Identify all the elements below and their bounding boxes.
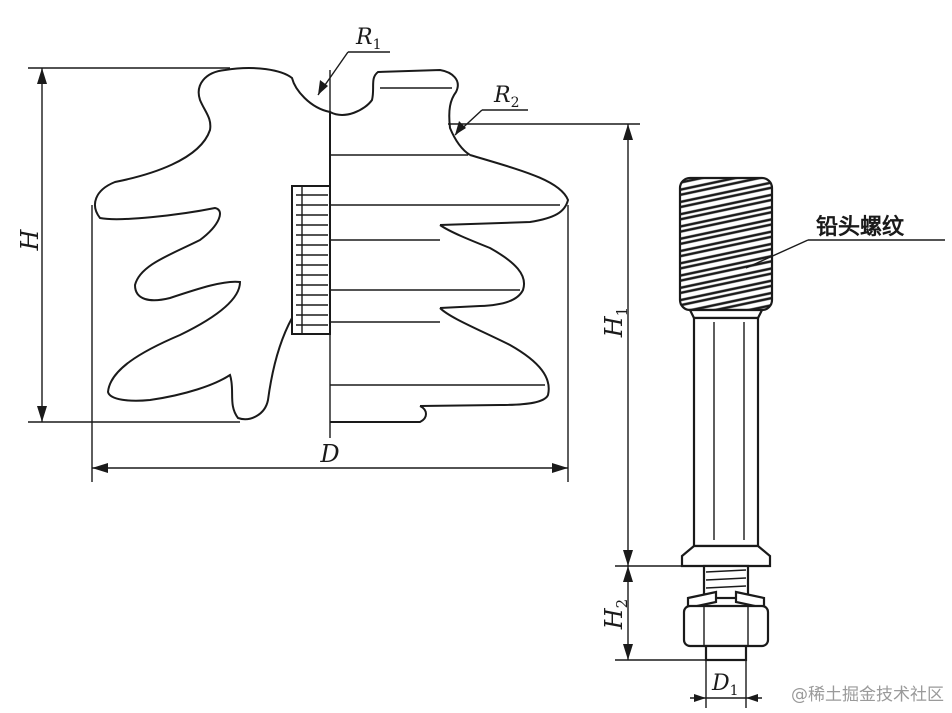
dimension-d bbox=[91, 205, 569, 482]
dimension-h1-label: H1 bbox=[600, 307, 631, 338]
dimension-h2-label: H2 bbox=[600, 599, 631, 630]
dimension-h bbox=[28, 67, 240, 423]
dimension-h2 bbox=[615, 566, 712, 661]
r2-label: R2 bbox=[493, 83, 520, 111]
watermark-text: @稀土掘金技术社区 bbox=[791, 685, 944, 705]
dimension-h1 bbox=[448, 123, 690, 567]
dimension-d1 bbox=[690, 660, 762, 708]
r1-label: R1 bbox=[355, 25, 382, 53]
thread-note: 铅头螺纹 bbox=[816, 214, 905, 240]
insulator-pin bbox=[678, 176, 774, 662]
insulator-outline-half bbox=[329, 68, 570, 423]
dimension-d1-label: D1 bbox=[711, 671, 739, 699]
r2-leader bbox=[454, 109, 528, 136]
inner-thread-insert bbox=[291, 185, 331, 335]
dimension-h-label: H bbox=[16, 228, 44, 251]
insulator-section-half bbox=[94, 67, 331, 420]
dimension-d-label: D bbox=[319, 440, 339, 468]
r1-leader bbox=[317, 51, 390, 96]
thread-leader bbox=[745, 239, 945, 269]
